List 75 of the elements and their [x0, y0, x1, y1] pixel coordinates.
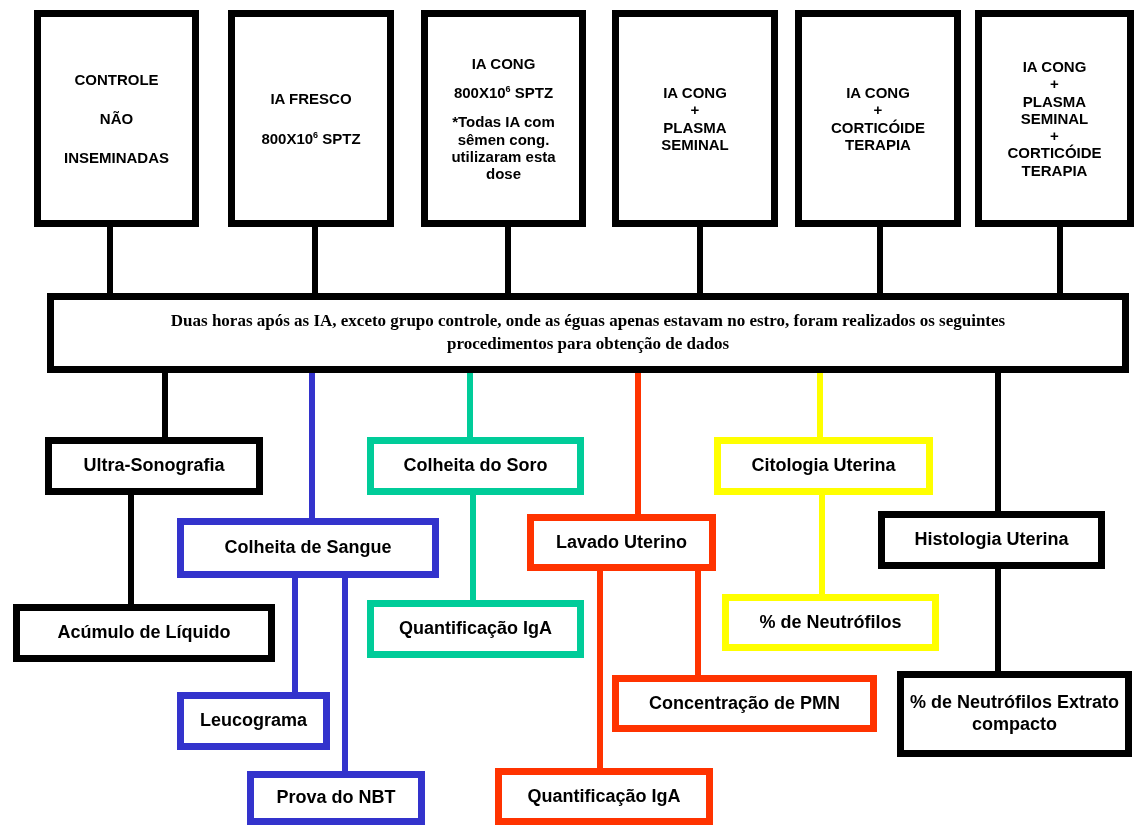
connector-line: [107, 227, 113, 293]
node-text: Histologia Uterina: [914, 529, 1069, 551]
node-text: 800X10$^{6}$ SPTZ: [453, 84, 554, 102]
connector-line: [312, 227, 318, 293]
step-box: [177, 692, 330, 750]
node-text: Prova do NBT: [276, 787, 396, 809]
group-box: [975, 10, 1134, 227]
group-box: [612, 10, 778, 227]
connector-line: [635, 373, 641, 514]
node-text: PLASMA SEMINAL: [1019, 92, 1090, 128]
node-text: Quantificação IgA: [399, 618, 552, 640]
node-text: CORTICÓIDE TERAPIA: [829, 118, 927, 153]
node-text: +: [690, 101, 700, 119]
node-text: Duas horas após as IA, exceto grupo controle, onde as éguas apenas estavam no estro, foram realizados os seguintes procedimentos para obtenção de dados: [169, 310, 1007, 355]
connector-line: [1057, 227, 1063, 293]
connector-line: [597, 571, 603, 768]
node-text: +: [1050, 75, 1059, 93]
connector-line: [697, 227, 703, 293]
connector-line: [342, 578, 348, 771]
node-text: PLASMA SEMINAL: [660, 118, 730, 153]
node-text: IA CONG: [846, 84, 910, 102]
node-text: Lavado Uterino: [556, 531, 687, 554]
step-box: [45, 437, 263, 495]
connector-line: [309, 373, 315, 518]
node-text: Leucograma: [199, 710, 307, 732]
node-text: Quantificação IgA: [527, 785, 681, 808]
connector-line: [162, 373, 168, 437]
connector-line: [470, 495, 476, 600]
connector-line: [877, 227, 883, 293]
node-text: Concentração de PMN: [648, 692, 840, 715]
connector-line: [128, 495, 134, 604]
step-box: [612, 675, 877, 732]
group-box: [34, 10, 199, 227]
node-text: Ultra-Sonografia: [83, 455, 225, 477]
node-text: +: [1050, 127, 1059, 145]
group-box: [228, 10, 394, 227]
step-box: [527, 514, 716, 571]
step-box: [177, 518, 439, 578]
connector-line: [467, 373, 473, 437]
step-box: [247, 771, 425, 825]
group-box: [795, 10, 961, 227]
node-text: *Todas IA com sêmen cong. utilizaram esta dose: [450, 113, 557, 183]
node-text: IA CONG: [1022, 58, 1087, 76]
step-box: [897, 671, 1132, 757]
node-text: IA CONG: [471, 54, 536, 72]
node-text: % de Neutrófilos: [759, 611, 902, 634]
step-box: [367, 600, 584, 658]
step-box: [722, 594, 939, 651]
node-text: % de Neutrófilos Extrato compacto: [909, 692, 1120, 736]
connector-line: [995, 373, 1001, 511]
node-text: Colheita de Sangue: [224, 537, 392, 559]
node-text: CORTICÓIDE TERAPIA: [1006, 144, 1103, 179]
connector-line: [695, 571, 701, 675]
connector-line: [819, 495, 825, 594]
node-text: Citologia Uterina: [751, 455, 896, 477]
step-box: [495, 768, 713, 825]
node-text: +: [873, 101, 883, 119]
node-text: Acúmulo de Líquido: [57, 622, 231, 644]
node-text: 800X10$^{6}$ SPTZ: [261, 129, 361, 147]
connector-line: [995, 569, 1001, 671]
node-text: Colheita do Soro: [403, 455, 548, 477]
node-text: IA FRESCO: [270, 90, 352, 108]
node-text: INSEMINADAS: [64, 149, 169, 167]
connector-line: [292, 578, 298, 692]
node-text: CONTROLE: [74, 70, 159, 88]
connector-line: [505, 227, 511, 293]
group-box: [421, 10, 586, 227]
step-box: [367, 437, 584, 495]
node-text: NÃO: [99, 109, 134, 128]
connector-line: [817, 373, 823, 437]
procedure-box: [47, 293, 1129, 373]
step-box: [878, 511, 1105, 569]
step-box: [13, 604, 275, 662]
step-box: [714, 437, 933, 495]
node-text: IA CONG: [663, 84, 727, 102]
